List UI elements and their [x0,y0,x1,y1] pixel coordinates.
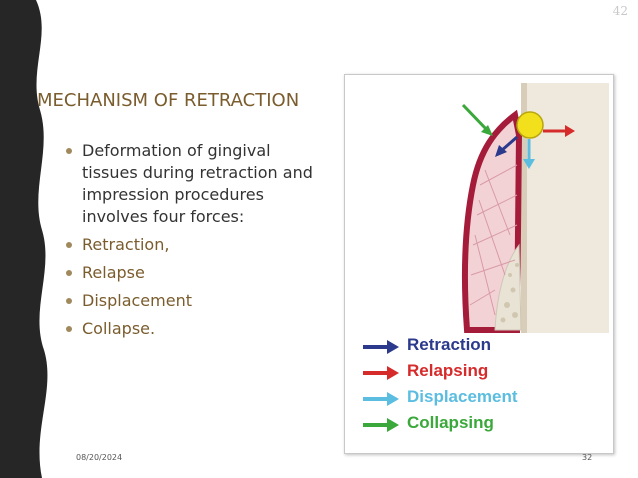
bullet-text: Deformation of gingival tissues during r… [82,141,313,226]
legend-label: Displacement [407,387,518,406]
bullet-dot [66,148,72,154]
bullet-list: Deformation of gingival tissues during r… [66,140,316,346]
bullet-item: Displacement [66,290,316,312]
bullet-dot [66,270,72,276]
alveolar-bone [494,243,522,331]
bullet-text: Relapse [82,263,145,282]
legend-label: Retraction [407,335,492,354]
legend-label: Relapsing [407,361,489,380]
bullet-dot [66,298,72,304]
arrow-displacement [523,139,535,169]
arrow-collapsing [461,103,493,136]
decorative-left-band [0,0,48,478]
bullet-text: Displacement [82,291,192,310]
gingiva-illustration [461,83,609,333]
collapsing-arrow-icon [363,418,399,432]
bullet-item: Relapse [66,262,316,284]
bullet-item: Retraction, [66,234,316,256]
bullet-text: Collapse. [82,319,156,338]
legend-label: Collapsing [407,413,494,432]
displacement-arrow-icon [363,392,399,406]
connective-fibers [469,164,518,316]
footer-date: 08/20/2024 [76,453,123,462]
bullet-dot [66,242,72,248]
tooth-edge [521,83,527,333]
bullet-item: Collapse. [66,318,316,340]
bullet-text: Retraction, [82,235,170,254]
bullet-item: Deformation of gingival tissues during r… [66,140,316,228]
relapsing-arrow-icon [363,366,399,380]
corner-slide-number: 42 [612,4,628,18]
bone-pores [500,263,519,323]
retraction-cord [516,111,544,139]
bullet-dot [66,326,72,332]
retraction-arrow-icon [363,340,399,354]
footer-page-number: 32 [582,453,593,462]
arrow-relapsing [543,125,575,137]
arrow-retraction [495,135,518,157]
slide-title: MECHANISM OF RETRACTION [37,90,300,111]
gingival-retraction-figure: Retraction Relapsing Displacement Collap… [344,74,614,454]
